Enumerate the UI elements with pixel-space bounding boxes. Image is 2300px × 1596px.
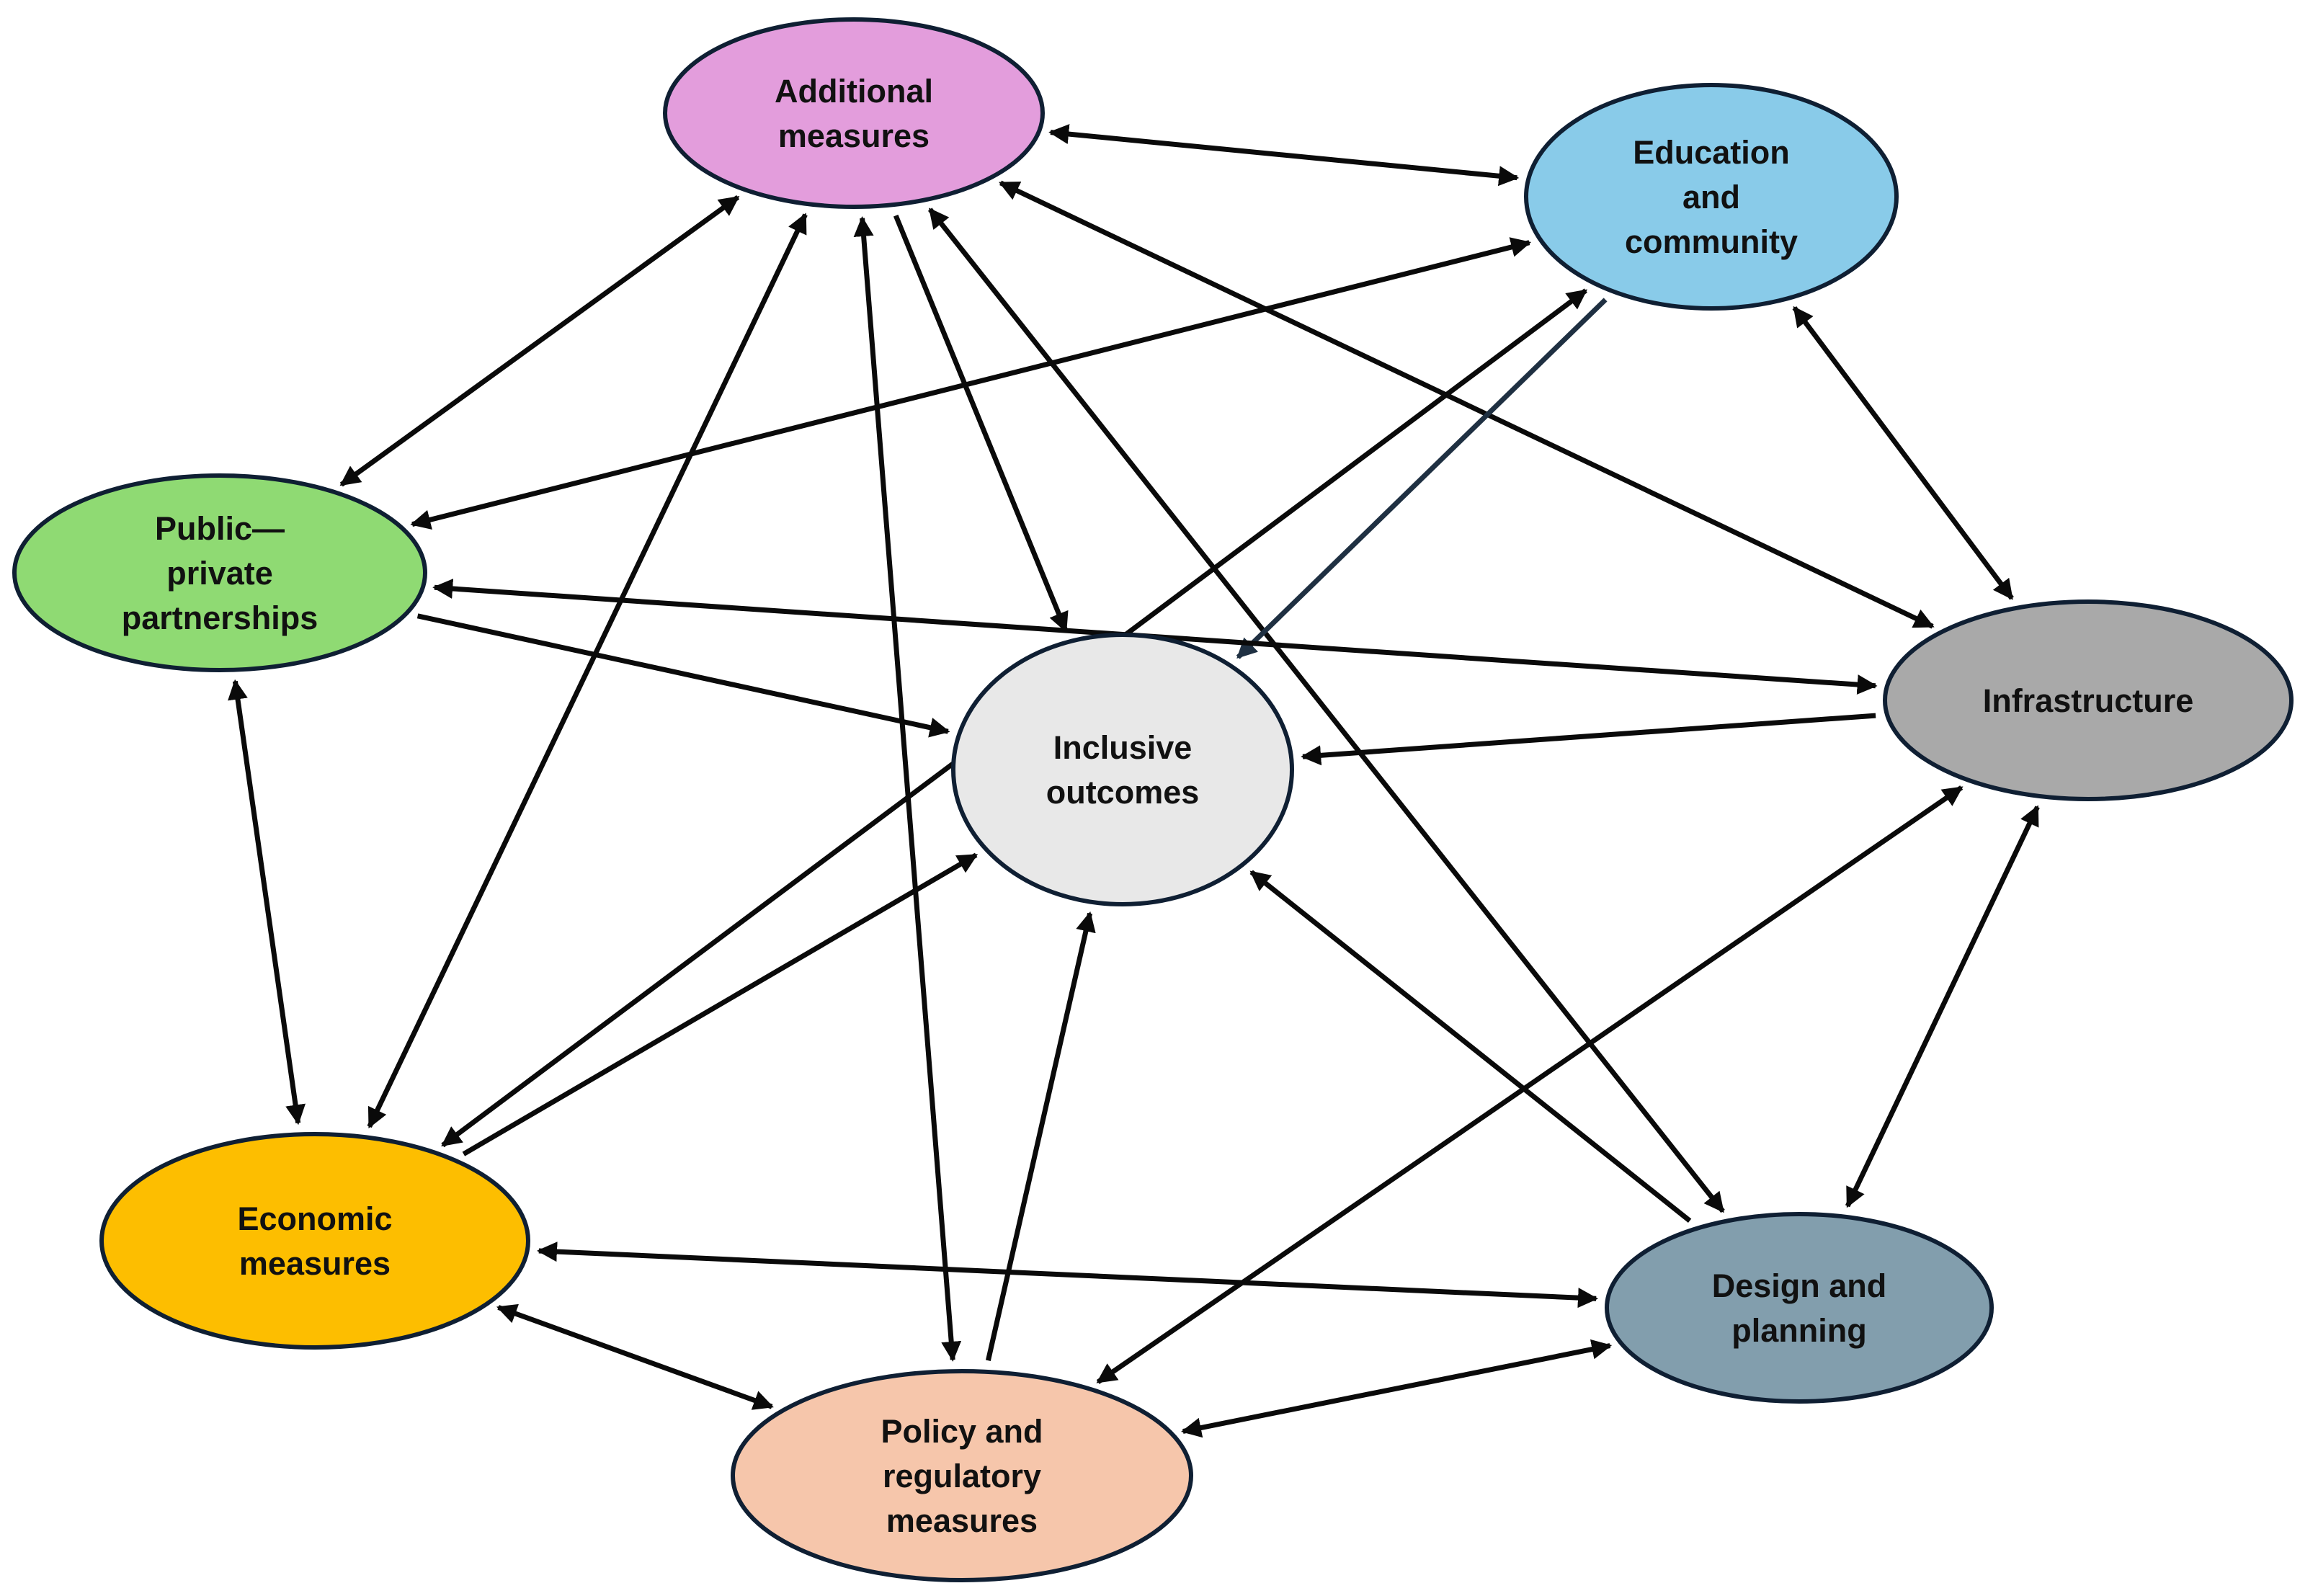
node-additional-measures: Additional measures — [663, 17, 1045, 209]
node-education-and-community: Education and community — [1524, 83, 1899, 311]
edge-ppp-to-economic — [228, 679, 306, 1125]
edge-additional-to-education — [1048, 124, 1520, 187]
edge-economic-to-design — [537, 1241, 1598, 1309]
node-economic-measures: Economic measures — [99, 1132, 530, 1350]
node-additional-measures-ellipse — [663, 17, 1045, 209]
node-education-and-community-ellipse — [1524, 83, 1899, 311]
edge-design-to-policy — [1181, 1339, 1613, 1438]
node-infrastructure-ellipse — [1883, 599, 2294, 801]
node-additional-measures-label-line: Additional — [775, 73, 933, 110]
node-public-private-partnerships-label: Public— private partnerships — [122, 510, 318, 636]
node-design-and-planning-label-line: planning — [1731, 1312, 1866, 1349]
node-public-private-partnerships-label-line: partnerships — [122, 599, 318, 636]
node-infrastructure: Infrastructure — [1883, 599, 2294, 801]
node-public-private-partnerships-label-line: Public— — [155, 510, 285, 547]
node-economic-measures-label: Economic measures — [237, 1200, 392, 1282]
node-public-private-partnerships: Public— private partnerships — [12, 473, 427, 672]
edge-economic-to-policy — [496, 1303, 774, 1410]
node-additional-measures-label-line: measures — [778, 117, 930, 154]
edge-additional-to-inclusive — [893, 214, 1069, 633]
edges-layer — [228, 124, 2040, 1438]
node-policy-and-regulatory-measures: Policy and regulatory measures — [731, 1369, 1193, 1582]
nodes-layer: Additional measures Education and communityP… — [12, 17, 2294, 1582]
node-education-and-community-label-line: Education — [1633, 134, 1790, 171]
node-inclusive-outcomes: Inclusive outcomes — [951, 633, 1294, 906]
node-policy-and-regulatory-measures-label-line: regulatory — [883, 1458, 1041, 1494]
node-education-and-community-label-line: community — [1625, 223, 1798, 260]
node-economic-measures-label-line: measures — [239, 1245, 391, 1282]
node-design-and-planning-ellipse — [1605, 1212, 1994, 1404]
node-public-private-partnerships-label-line: private — [166, 555, 273, 592]
node-infrastructure-label: Infrastructure — [1983, 682, 2194, 719]
edge-economic-to-inclusive — [462, 852, 979, 1156]
edge-additional-to-economic — [367, 213, 808, 1129]
node-additional-measures-label: Additional measures — [775, 73, 933, 154]
node-policy-and-regulatory-measures-label-line: Policy and — [881, 1413, 1043, 1450]
node-policy-and-regulatory-measures-ellipse — [731, 1369, 1193, 1582]
edge-ppp-to-inclusive — [416, 613, 950, 738]
edge-infrastructure-to-inclusive — [1301, 713, 1876, 766]
edge-additional-to-ppp — [339, 195, 740, 487]
node-economic-measures-ellipse — [99, 1132, 530, 1350]
node-education-and-community-label: Education and community — [1625, 134, 1798, 260]
edge-education-to-inclusive — [1236, 298, 1608, 659]
node-inclusive-outcomes-label-line: outcomes — [1046, 774, 1200, 811]
edge-education-to-infrastructure — [1792, 306, 2014, 600]
node-infrastructure-label-line: Infrastructure — [1983, 682, 2194, 719]
node-inclusive-outcomes-label: Inclusive outcomes — [1046, 729, 1200, 811]
node-inclusive-outcomes-label-line: Inclusive — [1053, 729, 1193, 766]
node-policy-and-regulatory-measures-label-line: measures — [886, 1502, 1038, 1539]
node-public-private-partnerships-ellipse — [12, 473, 427, 672]
node-inclusive-outcomes-ellipse — [951, 633, 1294, 906]
node-design-and-planning-label-line: Design and — [1712, 1267, 1887, 1304]
node-policy-and-regulatory-measures-label: Policy and regulatory measures — [881, 1413, 1043, 1539]
edge-infrastructure-to-design — [1845, 805, 2040, 1208]
edge-design-to-inclusive — [1249, 870, 1692, 1223]
node-education-and-community-label-line: and — [1682, 179, 1740, 215]
node-design-and-planning: Design and planning — [1605, 1212, 1994, 1404]
edge-policy-to-inclusive — [985, 911, 1096, 1361]
node-economic-measures-label-line: Economic — [237, 1200, 392, 1237]
node-design-and-planning-label: Design and planning — [1712, 1267, 1887, 1349]
edge-education-to-ppp — [410, 237, 1532, 530]
